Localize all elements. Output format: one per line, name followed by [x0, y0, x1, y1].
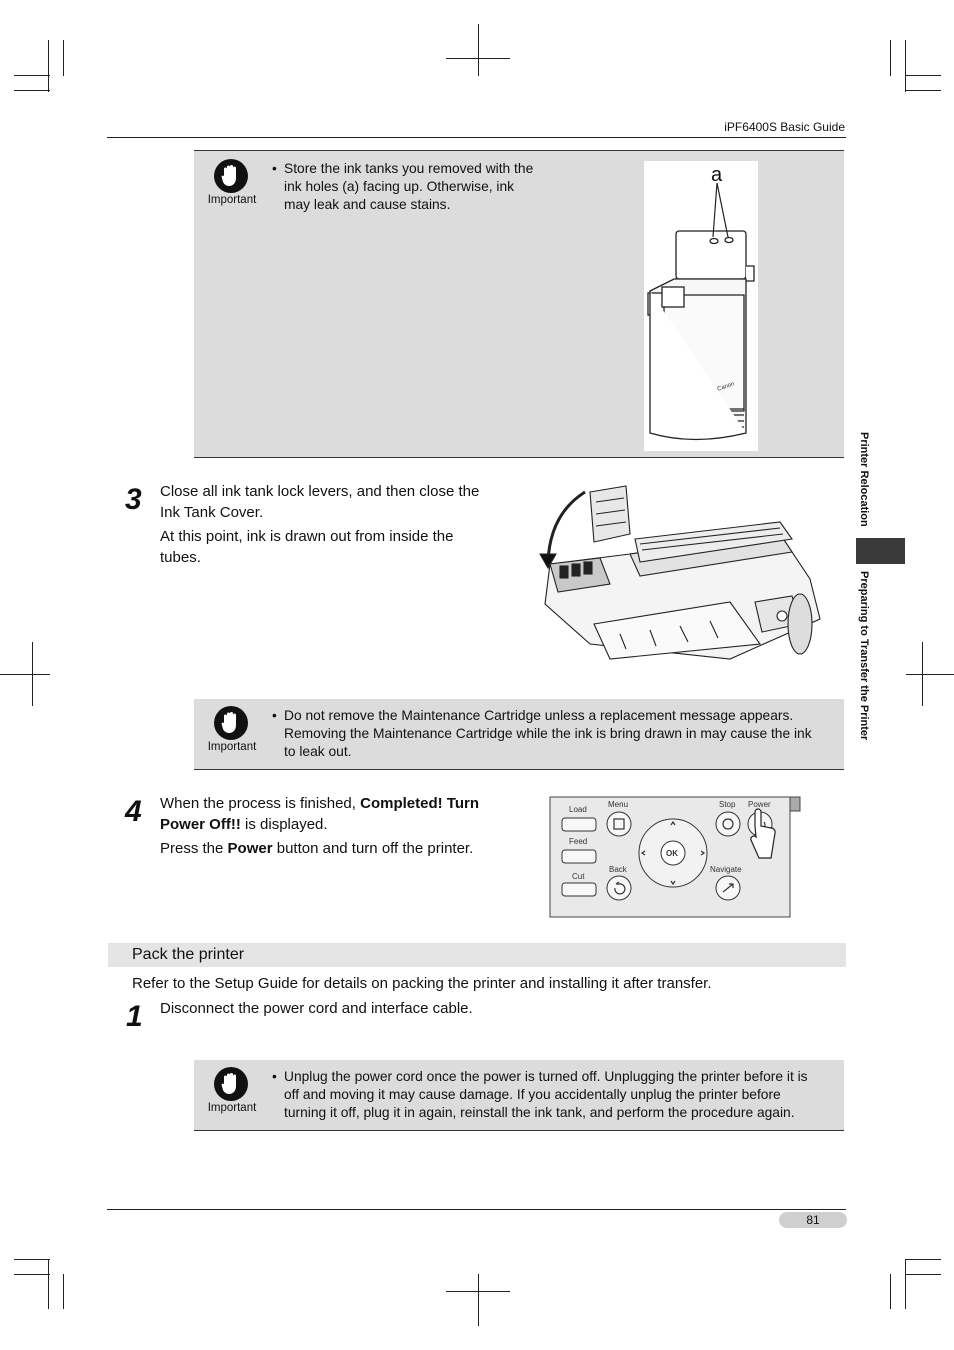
important-hand-icon: [214, 159, 248, 193]
side-tab-marker: [856, 538, 905, 564]
message-text: Power Off!!: [160, 816, 241, 833]
step-4-text: When the process is finished, Completed!…: [160, 793, 479, 859]
note-text: Store the ink tanks you removed with the…: [272, 160, 534, 214]
step-1-text: Disconnect the power cord and interface …: [160, 1000, 473, 1017]
step-3-text: Close all ink tank lock levers, and then…: [160, 481, 479, 568]
ink-hole-label: a: [711, 164, 723, 186]
important-note-ink-tanks: Important Store the ink tanks you remove…: [194, 150, 844, 458]
note-line: Unplug the power cord once the power is …: [284, 1069, 808, 1084]
text-run: button and turn off the printer.: [276, 840, 474, 857]
step-number: 1: [126, 1000, 143, 1033]
panel-label-cut: Cut: [572, 872, 585, 881]
important-note-maintenance: Important Do not remove the Maintenance …: [194, 699, 844, 770]
note-line: Store the ink tanks you removed with the: [284, 161, 534, 176]
text-run: Press the: [160, 840, 224, 857]
section-header: Pack the printer: [108, 943, 846, 967]
note-line: to leak out.: [284, 744, 352, 759]
important-hand-icon: [214, 1067, 248, 1101]
section-intro: Refer to the Setup Guide for details on …: [132, 975, 712, 992]
important-label: Important: [207, 1102, 257, 1114]
control-panel-figure: Load Menu Stop Power Feed Back Cut Navig…: [549, 796, 801, 918]
step-number: 4: [125, 795, 142, 828]
important-label: Important: [207, 194, 257, 206]
page-number: 81: [779, 1212, 847, 1228]
important-label: Important: [207, 741, 257, 753]
important-hand-icon: [214, 706, 248, 740]
header-rule: [107, 137, 846, 138]
header-title: iPF6400S Basic Guide: [724, 120, 845, 134]
svg-text:Canon: Canon: [717, 381, 736, 393]
side-tab-section: Printer Relocation: [858, 432, 870, 527]
important-note-power-cord: Important Unplug the power cord once the…: [194, 1060, 844, 1131]
step-line: When the process is finished, Completed!…: [160, 793, 479, 814]
panel-label-power: Power: [748, 800, 771, 809]
step-line: Power Off!! is displayed.: [160, 814, 479, 835]
step-line: tubes.: [160, 549, 201, 566]
panel-label-ok: OK: [666, 849, 678, 858]
footer-rule: [107, 1209, 846, 1210]
message-text: Completed! Turn: [360, 795, 479, 812]
note-line: may leak and cause stains.: [284, 197, 451, 212]
button-name: Power: [227, 840, 273, 857]
text-run: When the process is finished,: [160, 795, 356, 812]
side-tab-subsection: Preparing to Transfer the Printer: [858, 571, 870, 741]
panel-label-back: Back: [609, 865, 628, 874]
panel-label-feed: Feed: [569, 837, 587, 846]
ink-tank-figure: Canon a: [644, 161, 758, 451]
section-title: Pack the printer: [132, 946, 245, 963]
note-text: Unplug the power cord once the power is …: [272, 1068, 808, 1122]
panel-label-load: Load: [569, 805, 587, 814]
note-line: off and moving it may cause damage. If y…: [284, 1087, 781, 1102]
panel-label-menu: Menu: [608, 800, 628, 809]
note-line: turning it off, plug it in again, reinst…: [284, 1105, 795, 1120]
note-line: Do not remove the Maintenance Cartridge …: [284, 708, 794, 723]
step-line: Close all ink tank lock levers, and then…: [160, 483, 480, 500]
step-number: 3: [125, 483, 142, 516]
panel-label-navigate: Navigate: [710, 865, 742, 874]
text-run: is displayed.: [245, 816, 328, 833]
panel-label-stop: Stop: [719, 800, 736, 809]
step-line: Press the Power button and turn off the …: [160, 838, 479, 859]
note-line: Removing the Maintenance Cartridge while…: [284, 726, 812, 741]
note-text: Do not remove the Maintenance Cartridge …: [272, 707, 812, 761]
printer-figure: [530, 484, 826, 674]
step-line: Ink Tank Cover.: [160, 504, 264, 521]
note-line: ink holes (a) facing up. Otherwise, ink: [284, 179, 515, 194]
step-line: At this point, ink is drawn out from ins…: [160, 528, 454, 545]
